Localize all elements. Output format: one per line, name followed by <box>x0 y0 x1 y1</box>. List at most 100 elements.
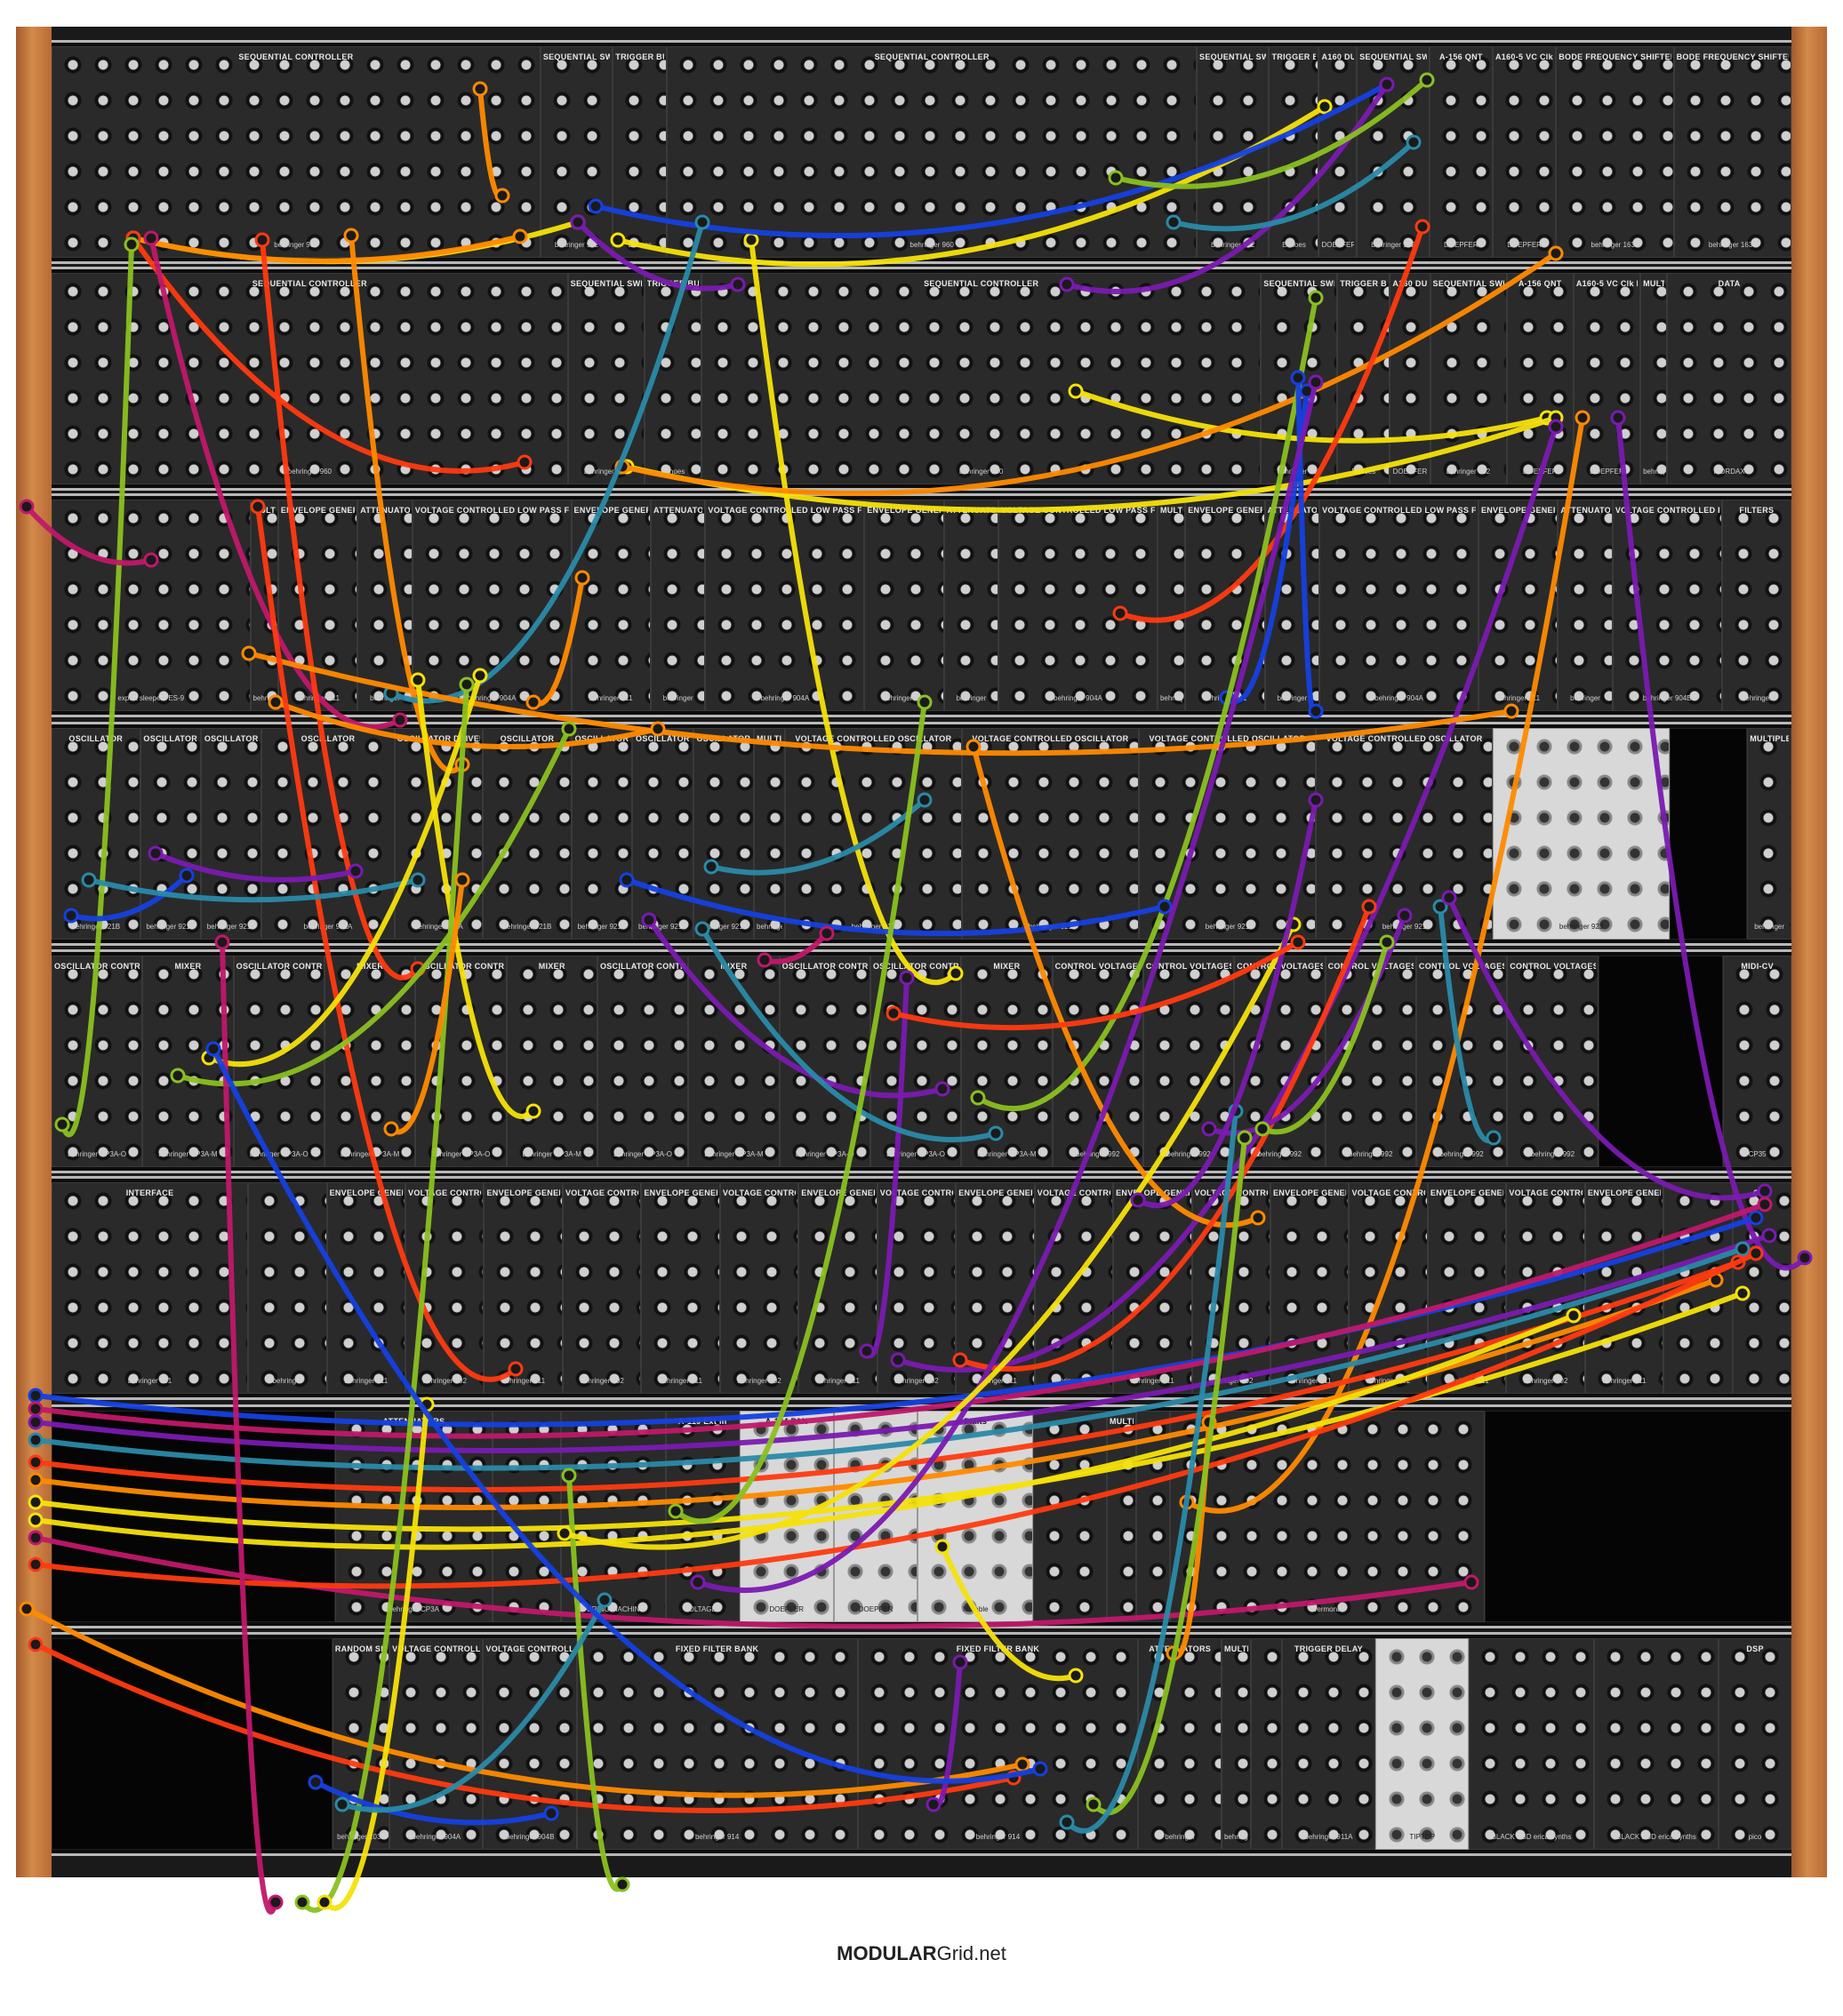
module[interactable]: ENVELOPE GENERATORbehringer 911 <box>864 500 944 711</box>
module[interactable]: VOLTAGE CONTROLLED AMPLIFIERbehringer 90… <box>1034 1182 1114 1394</box>
module[interactable]: ENVELOPE GENERATORbehringer 911 <box>1113 1182 1192 1394</box>
module[interactable]: ENVELOPE GENERATORbehringer 911 <box>956 1182 1035 1394</box>
module[interactable]: VOLTAGE CONTROLLED LOW PASS FILTERbehrin… <box>389 1638 484 1850</box>
module[interactable] <box>493 1411 561 1622</box>
module[interactable]: A160 DUAL VCSDOEPFER <box>1390 273 1430 484</box>
module[interactable] <box>52 1411 335 1622</box>
module[interactable]: VOLTAGE CONTROLLED AMPLIFIERbehringer 90… <box>1506 1182 1585 1394</box>
module[interactable]: MULTIPLESbehringer <box>754 728 785 940</box>
module[interactable]: VOLTAGE CONTROLLED AMPLIFIERbehringer 90… <box>877 1182 957 1394</box>
module[interactable] <box>1250 1638 1282 1850</box>
module[interactable]: MULTIPLESbehringer <box>1747 728 1791 940</box>
module[interactable] <box>52 1638 333 1850</box>
module[interactable]: VOLTAGE CONTROLLED LOW PASS FILTERbehrin… <box>1319 500 1478 711</box>
module[interactable]: VOLTAGE CONTROLLED HIGH PASS FILTERbehri… <box>1612 500 1722 711</box>
module[interactable]: SEQUENTIAL SWITCHbehringer 962 <box>567 273 645 484</box>
module[interactable]: VOLTAGE CONTROLLED AMPLIFIERbehringer 90… <box>562 1182 642 1394</box>
module[interactable]: ENVELOPE GENERATORbehringer 911 <box>277 500 358 711</box>
module[interactable]: VOLTAGE CONTROLLED LOW PASS FILTERbehrin… <box>998 500 1158 711</box>
module[interactable]: SEQUENTIAL SWITCHbehringer 962 <box>1261 273 1338 484</box>
module[interactable]: MULTIPLES <box>1106 1411 1137 1622</box>
module[interactable]: TRIGGER BUSEchoes <box>644 273 702 484</box>
module[interactable]: SEQUENTIAL SWITCHbehringer 962 <box>1430 273 1507 484</box>
module[interactable]: MULTIPLESbehringer <box>1157 500 1186 711</box>
cable-plug[interactable] <box>614 1876 630 1892</box>
module[interactable]: VOLTAGE CONTROLLED LOW PASS FILTERbehrin… <box>412 500 572 711</box>
module[interactable]: A160 DUAL VCSDOEPFER <box>1318 46 1358 258</box>
module[interactable]: vermona <box>1169 1411 1486 1622</box>
module[interactable]: ENVELOPE GENERATORbehringer 911 <box>484 1182 563 1394</box>
module[interactable]: behringer <box>248 1182 327 1394</box>
cable-plug[interactable] <box>294 1894 310 1910</box>
module[interactable]: OUT <box>1732 1182 1791 1394</box>
module[interactable]: TRIGGER BUSEchoes <box>1269 46 1319 258</box>
module[interactable]: VOLTAGE CONTROLLED AMPLIFIERbehringer 90… <box>719 1182 799 1394</box>
module[interactable]: ENVELOPE GENERATORbehringer 911 <box>641 1182 720 1394</box>
module[interactable]: VOLTAGE CONTROLLED AMPLIFIERbehringer 90… <box>1191 1182 1270 1394</box>
module[interactable]: ENVELOPE GENERATORbehringer 911 <box>1584 1182 1664 1394</box>
module[interactable]: ENVELOPE GENERATORbehringer 911 <box>1478 500 1559 711</box>
module[interactable]: VOLTAGE CONTROLLED AMPLIFIERbehringer 90… <box>405 1182 485 1394</box>
module[interactable]: expert sleepers ES-9 <box>52 500 251 711</box>
module[interactable]: TRIGGER BUSEchoes <box>1337 273 1390 484</box>
module[interactable] <box>1598 956 1724 1167</box>
module[interactable]: RANDOM SIGNAL GENERATORbehringer 1032 <box>332 1638 390 1850</box>
module[interactable]: VOLTAGE CONTROLLED HIGH PASS FILTERbehri… <box>483 1638 577 1850</box>
module[interactable]: A160-5 VC Clk MultDOEPFER <box>1492 46 1557 258</box>
module[interactable]: VOLTAGE CONTROLLED LOW PASS FILTERbehrin… <box>705 500 865 711</box>
module[interactable]: MULTIPLESbehringer <box>250 500 278 711</box>
module[interactable]: VOLTAGE CONTROLLED AMPLIFIERbehringer 90… <box>1349 1182 1428 1394</box>
module[interactable]: ENVELOPE GENERATORbehringer 911 <box>326 1182 406 1394</box>
module[interactable]: ENVELOPE GENERATORbehringer 911 <box>1427 1182 1507 1394</box>
module[interactable]: behringer 923 <box>1493 728 1671 940</box>
module[interactable]: DOEPFER <box>833 1411 918 1622</box>
module[interactable]: MULTIPLESbehringer <box>1640 273 1668 484</box>
module[interactable]: A160-5 VC Clk MultDOEPFER <box>1573 273 1641 484</box>
module[interactable] <box>1663 1182 1733 1394</box>
